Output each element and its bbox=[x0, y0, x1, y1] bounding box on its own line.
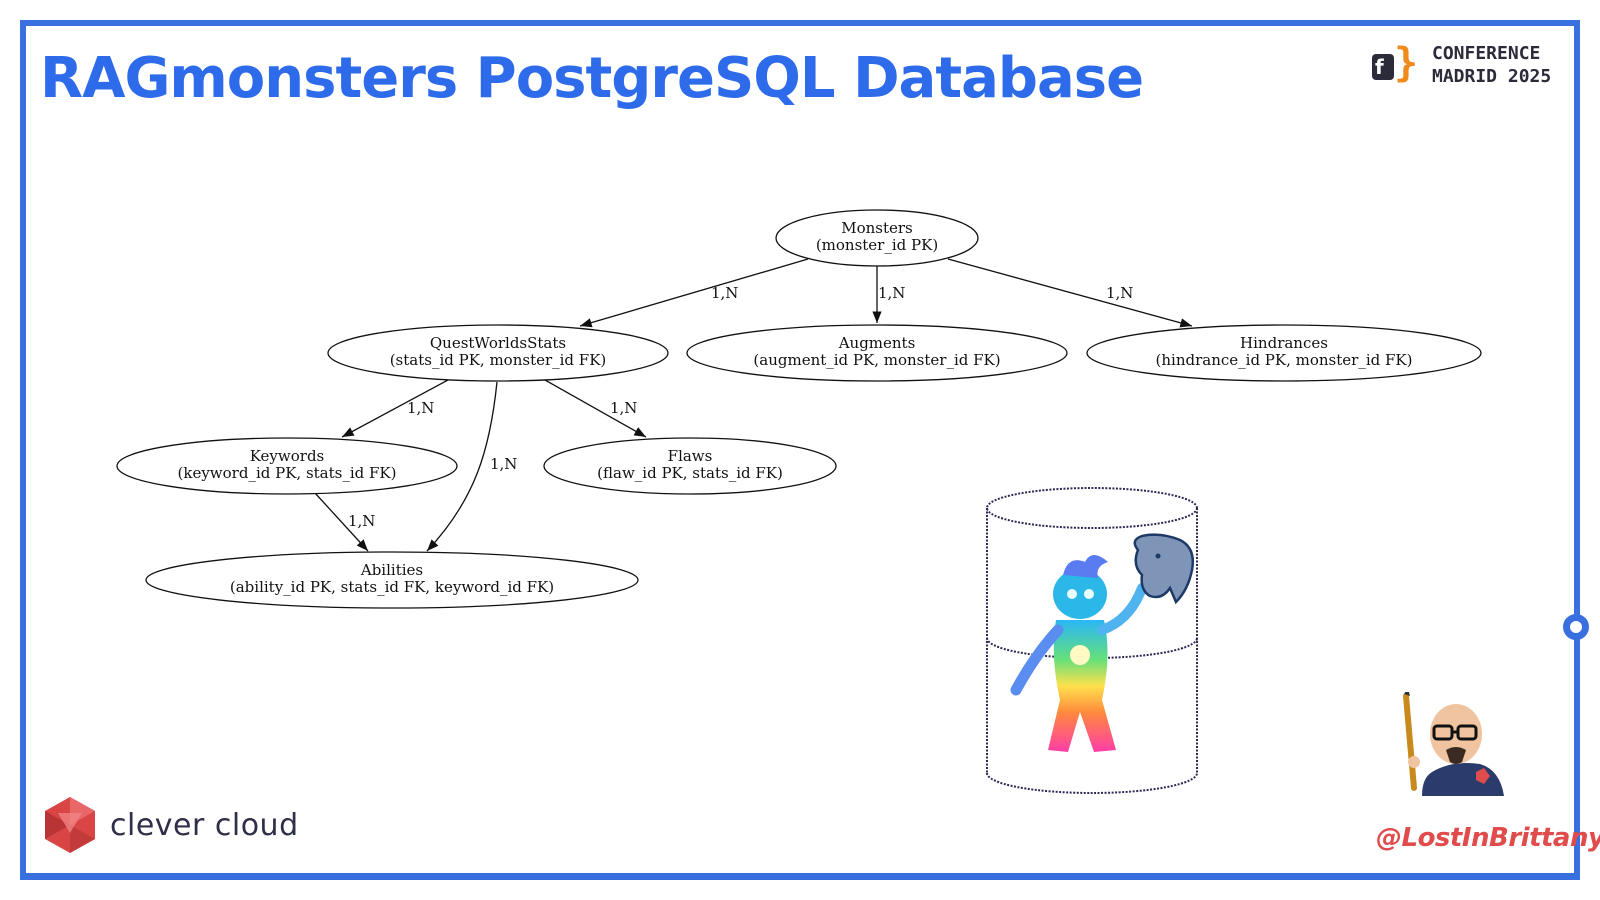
node-name: Augments bbox=[838, 334, 916, 352]
twitter-handle[interactable]: @LostInBrittany bbox=[1376, 823, 1600, 853]
node-flaws: Flaws (flaw_id PK, stats_id FK) bbox=[543, 437, 837, 495]
braces-logo-icon: { f } bbox=[1372, 40, 1418, 86]
conference-line-2: MADRID 2025 bbox=[1432, 66, 1552, 87]
node-fields: (keyword_id PK, stats_id FK) bbox=[178, 464, 397, 482]
edge-label: 1,N bbox=[1106, 284, 1133, 302]
page-title: RAGmonsters PostgreSQL Database bbox=[40, 46, 1144, 111]
rainbow-monster-icon bbox=[1010, 555, 1147, 752]
node-name: QuestWorldsStats bbox=[430, 334, 566, 352]
node-hindrances: Hindrances (hindrance_id PK, monster_id … bbox=[1086, 324, 1482, 382]
conference-line-1: CONFERENCE bbox=[1432, 43, 1541, 64]
edge-questworldsstats-abilities bbox=[426, 381, 498, 552]
edge-label: 1,N bbox=[348, 512, 375, 530]
edge-label: 1,N bbox=[878, 284, 905, 302]
node-fields: (ability_id PK, stats_id FK, keyword_id … bbox=[230, 578, 554, 596]
postgresql-elephant-icon bbox=[1133, 533, 1194, 605]
edge-monsters-questworldsstats bbox=[579, 258, 809, 328]
node-name: Keywords bbox=[250, 447, 325, 465]
edge-keywords-abilities bbox=[314, 492, 369, 552]
node-monsters: Monsters (monster_id PK) bbox=[775, 209, 979, 267]
edge-questworldsstats-flaws bbox=[544, 379, 647, 438]
edge-questworldsstats-keywords bbox=[341, 379, 449, 438]
node-fields: (stats_id PK, monster_id FK) bbox=[390, 351, 607, 369]
node-fields: (augment_id PK, monster_id FK) bbox=[753, 351, 1000, 369]
avatar bbox=[1403, 692, 1504, 796]
diagram-edges bbox=[314, 258, 1193, 552]
clever-cloud-logo-icon bbox=[45, 797, 95, 853]
svg-text:}: } bbox=[1394, 40, 1418, 86]
edge-label: 1,N bbox=[610, 399, 637, 417]
node-abilities: Abilities (ability_id PK, stats_id FK, k… bbox=[145, 551, 639, 609]
conference-label: CONFERENCE MADRID 2025 bbox=[1432, 42, 1551, 88]
svg-text:f: f bbox=[1375, 55, 1384, 79]
node-questworldsstats: QuestWorldsStats (stats_id PK, monster_i… bbox=[327, 324, 669, 382]
frame-knob bbox=[1563, 614, 1589, 640]
node-name: Hindrances bbox=[1240, 334, 1328, 352]
node-name: Monsters bbox=[841, 219, 913, 237]
brand-name: clever cloud bbox=[110, 808, 299, 843]
node-fields: (flaw_id PK, stats_id FK) bbox=[597, 464, 783, 482]
edge-label: 1,N bbox=[711, 284, 738, 302]
node-keywords: Keywords (keyword_id PK, stats_id FK) bbox=[116, 437, 458, 495]
edge-monsters-hindrances bbox=[947, 258, 1193, 328]
node-fields: (hindrance_id PK, monster_id FK) bbox=[1156, 351, 1413, 369]
edge-labels: 1,N 1,N 1,N 1,N 1,N 1,N 1,N bbox=[348, 284, 1133, 530]
edge-label: 1,N bbox=[490, 455, 517, 473]
edge-label: 1,N bbox=[407, 399, 434, 417]
slide-frame bbox=[20, 20, 1580, 880]
node-name: Flaws bbox=[668, 447, 713, 465]
node-name: Abilities bbox=[360, 561, 423, 579]
node-augments: Augments (augment_id PK, monster_id FK) bbox=[686, 324, 1068, 382]
node-fields: (monster_id PK) bbox=[816, 236, 938, 254]
